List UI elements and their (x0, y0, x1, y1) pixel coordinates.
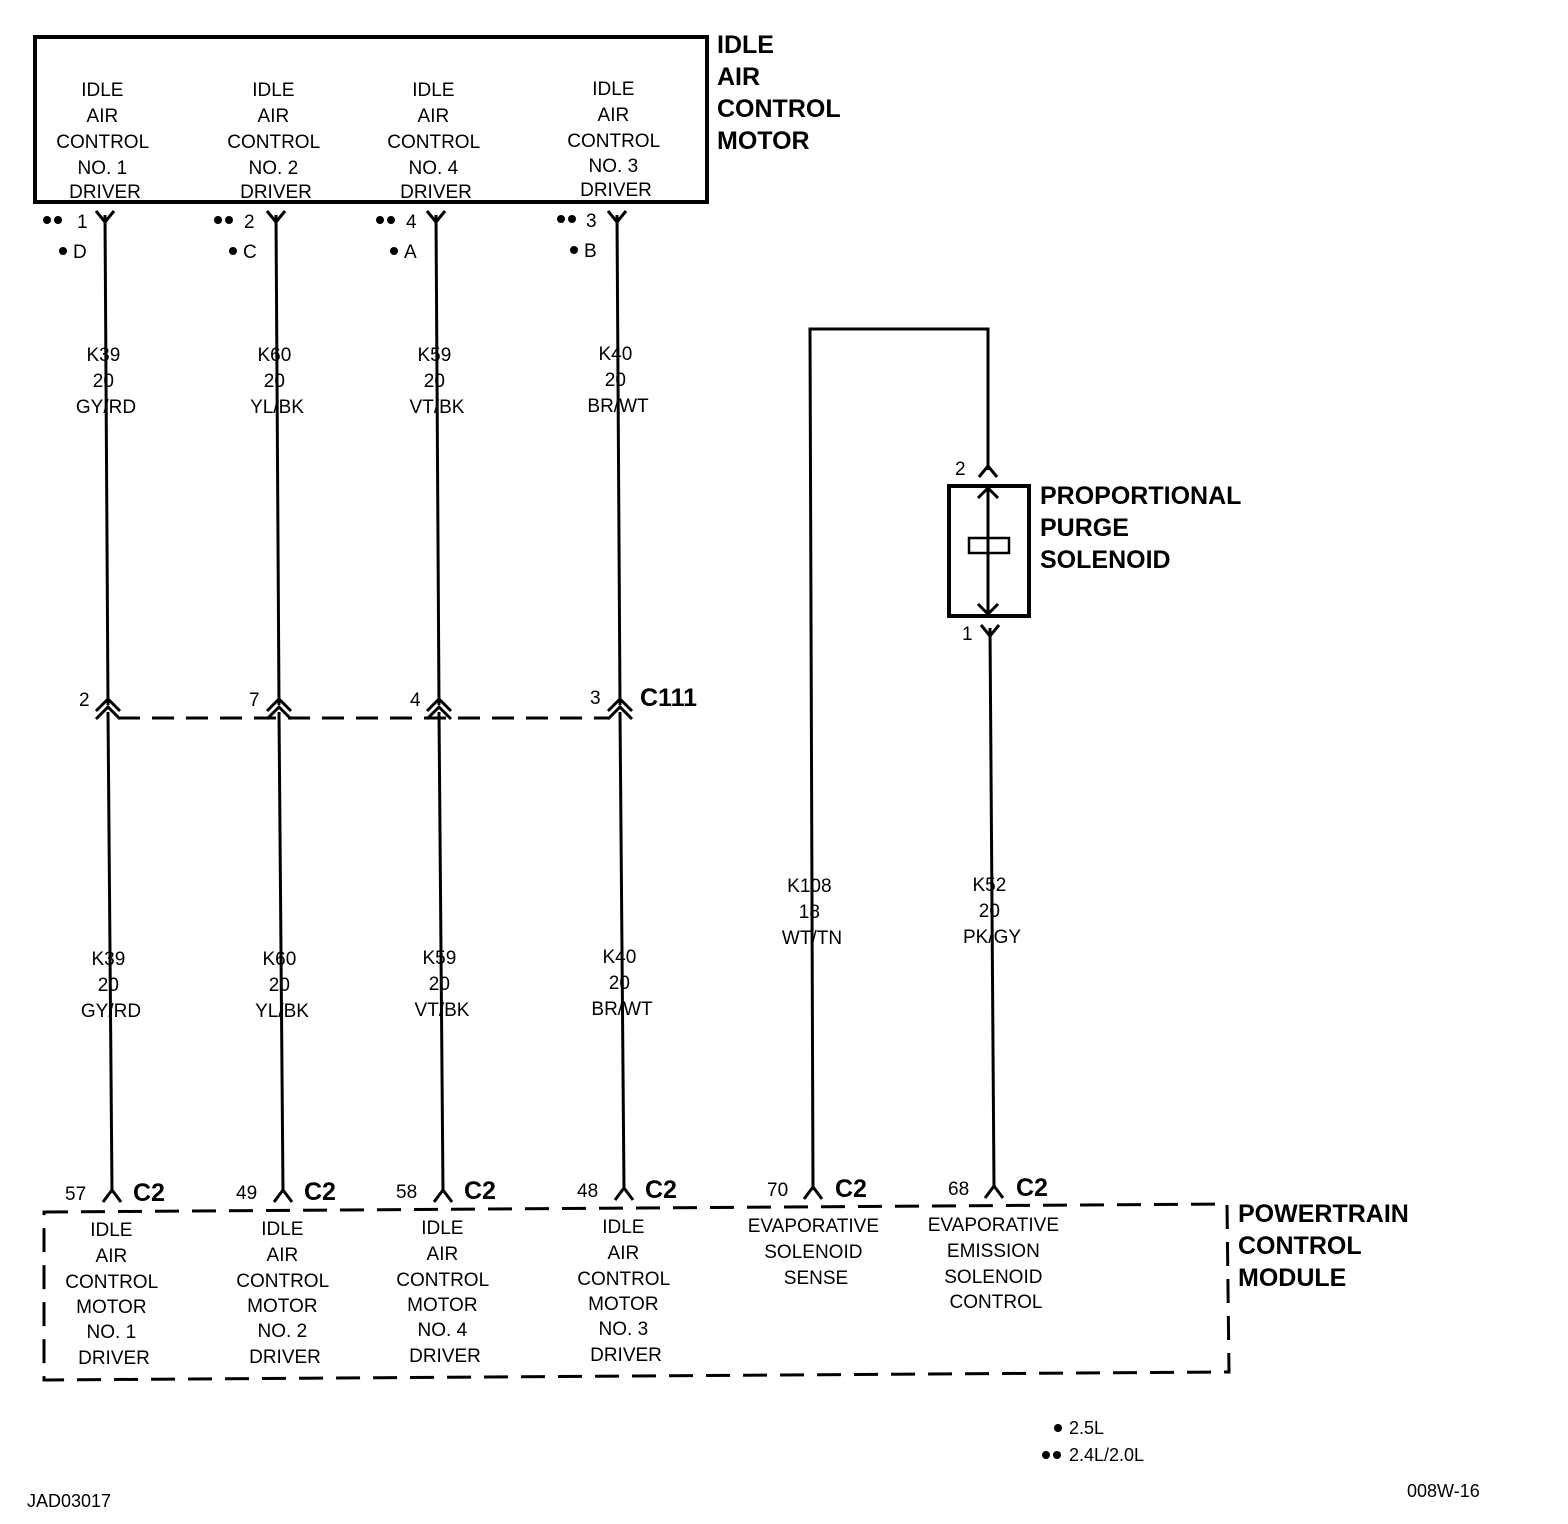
purge-solenoid-title: PROPORTIONAL PURGE SOLENOID (1040, 482, 1248, 574)
pin-symbol (606, 210, 628, 225)
pcm-function-label: IDLE AIR CONTROL MOTOR NO. 4 DRIVER (396, 1218, 493, 1367)
pcm-pin-symbol (101, 1187, 123, 1203)
wire-label: K40 20 BR/WT (591, 947, 653, 1020)
figure-code: JAD03017 (27, 1491, 111, 1511)
wire-k40-upper (615, 214, 622, 706)
wire-label: K60 20 YL/BK (250, 345, 304, 418)
pcm-connector-name: C2 (645, 1176, 677, 1204)
c111-chevron (606, 696, 634, 713)
pin-number: 4 (406, 212, 417, 233)
legend-label: 2.4L/2.0L (1069, 1445, 1144, 1465)
iac-motor-title: IDLE AIR CONTROL MOTOR (717, 31, 847, 155)
wire-label: K40 20 BR/WT (587, 344, 649, 417)
wire-k59-upper (434, 214, 441, 706)
legend-dots (1042, 1424, 1062, 1459)
pcm-pin-symbol (802, 1184, 824, 1200)
pcm-title: POWERTRAIN CONTROL MODULE (1238, 1200, 1416, 1292)
pcm-pin-symbol (613, 1185, 635, 1201)
c111-chevron (425, 696, 453, 713)
pcm-pin-number: 68 (948, 1179, 969, 1200)
pcm-connector-name: C2 (133, 1179, 165, 1207)
wire-label: K39 20 GY/RD (76, 345, 136, 418)
iac-driver-label: IDLE AIR CONTROL NO. 1 DRIVER (56, 80, 153, 203)
c111-pin: 7 (249, 690, 260, 711)
solenoid-coil (967, 536, 1011, 555)
iac-driver-label: IDLE AIR CONTROL NO. 4 DRIVER (387, 80, 484, 203)
wire-label: K52 20 PK/GY (963, 875, 1021, 948)
wire-label: K60 20 YL/BK (255, 949, 309, 1022)
wire-label: K59 20 VT/BK (410, 345, 465, 418)
upper-pin-dots (43, 215, 578, 255)
pin-symbol (425, 210, 447, 225)
pin-letter: A (404, 242, 417, 263)
solenoid-pin: 2 (955, 459, 966, 480)
pcm-pin-number: 49 (236, 1183, 257, 1204)
pcm-function-label: EVAPORATIVE SOLENOID SENSE (748, 1216, 885, 1289)
pin-symbol (265, 210, 287, 225)
pcm-pin-symbol (432, 1187, 454, 1203)
pin-letter: C (243, 242, 257, 263)
c111-connector-name: C111 (640, 684, 697, 712)
pin-number: 1 (77, 212, 88, 233)
c111-pin: 2 (79, 690, 90, 711)
pcm-function-label: IDLE AIR CONTROL MOTOR NO. 1 DRIVER (65, 1220, 162, 1369)
c111-chevron (94, 696, 122, 713)
pcm-pin-symbol (983, 1183, 1005, 1199)
pcm-connector-name: C2 (835, 1175, 867, 1203)
c111-pin: 4 (410, 690, 421, 711)
wire-k60-upper (274, 214, 281, 706)
purge-solenoid-box (947, 484, 1031, 618)
pcm-pin-number: 57 (65, 1184, 86, 1205)
wire-label: K59 20 VT/BK (415, 948, 470, 1021)
iac-driver-label: IDLE AIR CONTROL NO. 3 DRIVER (567, 79, 664, 201)
wire-k39-upper (103, 214, 110, 706)
pin-letter: D (73, 242, 87, 263)
pcm-pin-number: 58 (396, 1182, 417, 1203)
pin-number: 2 (244, 212, 255, 233)
pcm-connector-name: C2 (304, 1178, 336, 1206)
c111-chevron (265, 696, 293, 713)
legend-label: 2.5L (1069, 1418, 1104, 1438)
wire-k39-lower (106, 711, 114, 1193)
pcm-pin-symbol (272, 1187, 294, 1203)
pin-letter: B (584, 241, 597, 262)
wire-k59-lower (437, 711, 445, 1193)
pcm-pin-number: 48 (577, 1181, 598, 1202)
iac-motor-box (33, 35, 709, 204)
c111-chevron (425, 704, 453, 721)
solenoid-arrow (976, 602, 1000, 617)
c111-pin: 3 (590, 688, 601, 709)
solenoid-arrow (976, 485, 1000, 500)
pcm-function-label: EVAPORATIVE EMISSION SOLENOID CONTROL (928, 1215, 1065, 1313)
page-code: 008W-16 (1407, 1481, 1480, 1501)
pcm-pin-number: 70 (767, 1180, 788, 1201)
pcm-function-label: IDLE AIR CONTROL MOTOR NO. 3 DRIVER (577, 1217, 674, 1366)
pcm-function-label: IDLE AIR CONTROL MOTOR NO. 2 DRIVER (236, 1219, 333, 1368)
pin-symbol (979, 624, 1001, 639)
wire-k52 (988, 627, 996, 1189)
wire-k108 (808, 327, 990, 1191)
pcm-connector-name: C2 (464, 1177, 496, 1205)
wire-k60-lower (277, 711, 285, 1193)
wire-label: K39 20 GY/RD (81, 949, 141, 1022)
pin-symbol (94, 210, 116, 225)
pcm-connector-name: C2 (1016, 1174, 1048, 1202)
c111-chevron (94, 704, 122, 721)
c111-chevron (606, 704, 634, 721)
solenoid-pin: 1 (962, 624, 973, 645)
wire-k40-lower (618, 711, 626, 1191)
pcm-box (42, 1202, 1231, 1382)
c111-chevron (265, 704, 293, 721)
wire-label: K108 18 WT/TN (782, 876, 842, 949)
iac-driver-label: IDLE AIR CONTROL NO. 2 DRIVER (227, 80, 324, 203)
pin-number: 3 (586, 211, 597, 232)
pin-symbol (977, 463, 999, 478)
